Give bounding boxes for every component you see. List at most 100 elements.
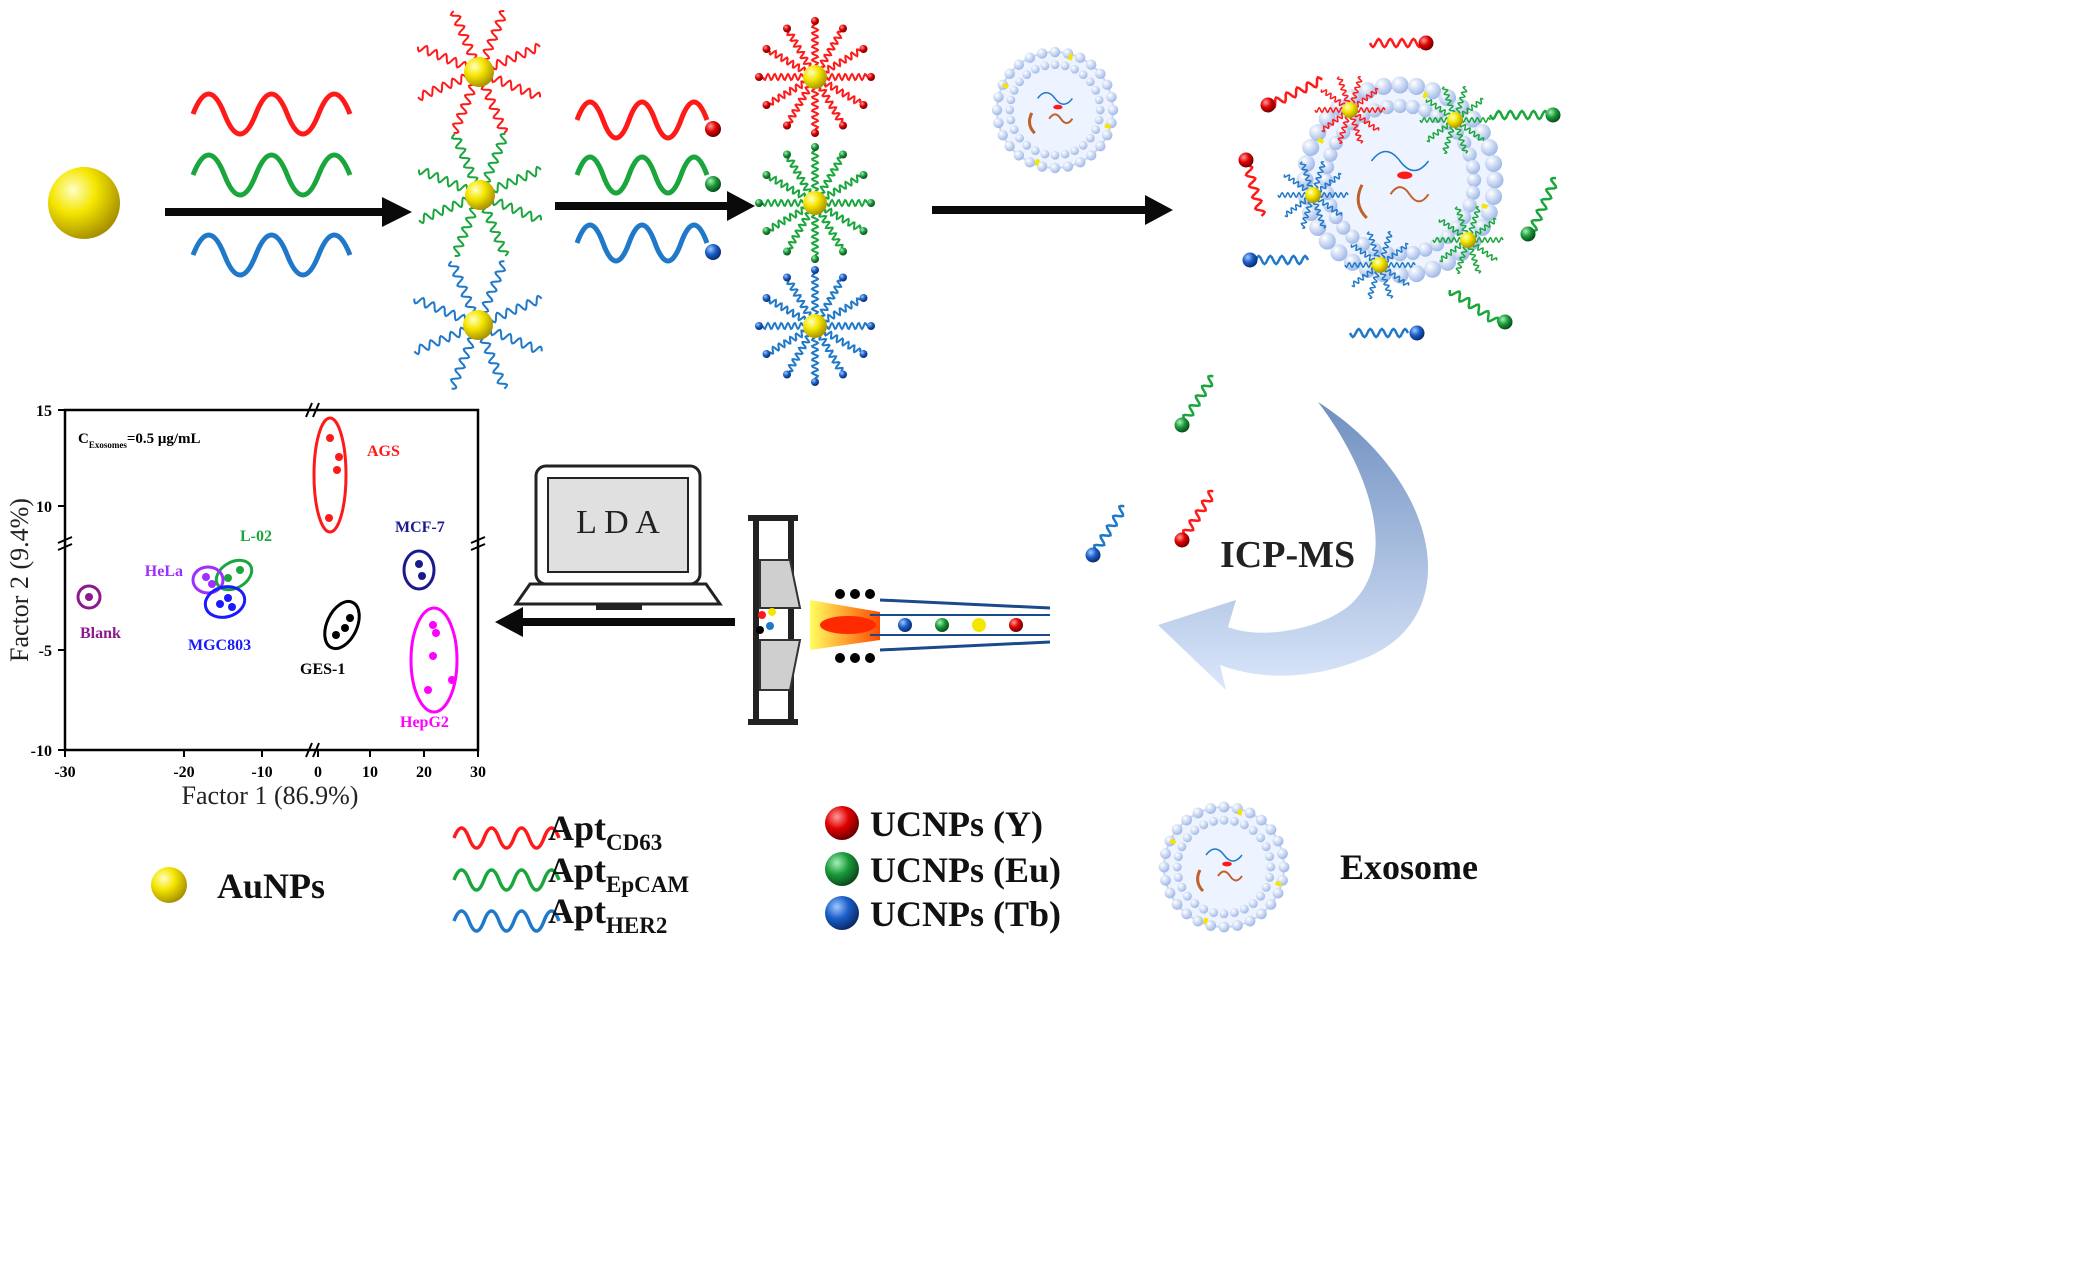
lipid-bead: [1485, 154, 1503, 173]
data-point: [346, 614, 354, 622]
aptamer-strand: [818, 335, 844, 372]
aunp-core: [1372, 257, 1388, 273]
ucnp-bead: [859, 227, 868, 235]
ucnp-bead: [859, 45, 868, 53]
lipid-bead: [1006, 95, 1016, 105]
legend-aunps-label: AuNPs: [217, 866, 325, 906]
data-point: [202, 573, 210, 581]
aptamer-strand: [1474, 236, 1504, 244]
legend-apt-her2: AptHER2: [548, 891, 667, 938]
cluster-ags: AGS: [312, 416, 400, 534]
aptamer-strand: [481, 260, 507, 314]
lipid-bead: [1486, 171, 1504, 189]
free-aptamer-strand: [1092, 504, 1125, 557]
aptamer-epcam-ucnp-wave: [574, 154, 710, 196]
lipid-bead: [1219, 909, 1229, 919]
lipid-bead: [1423, 82, 1442, 100]
y-tick-label: 15: [36, 403, 52, 420]
x-tick-label: -10: [251, 764, 272, 781]
lipid-bead: [1070, 64, 1079, 74]
concentration-annotation: CExosomes=0.5 μg/mL: [78, 431, 201, 450]
aptamer-cd63-wave: [190, 91, 353, 137]
x-tick-label: 0: [314, 764, 322, 781]
cluster-hela: HeLa: [145, 563, 225, 595]
lipid-bead: [1374, 77, 1393, 95]
membrane-protein: [1481, 203, 1489, 209]
aptamer-strand: [819, 30, 843, 69]
lipid-bead: [1465, 160, 1481, 175]
lipid-bead: [1106, 91, 1117, 103]
aptamer-strand: [824, 174, 861, 200]
lipid-bead: [1209, 816, 1219, 826]
aptamer-strand: [450, 133, 479, 183]
aunp-core: [803, 314, 827, 338]
lipid-bead: [1040, 61, 1050, 71]
lipid-bead: [1278, 861, 1290, 873]
lipid-bead: [1024, 157, 1036, 168]
aptamer-strand: [1425, 99, 1451, 117]
lipid-bead: [1199, 904, 1209, 914]
x-tick-label: -20: [173, 764, 194, 781]
lipid-bead: [1407, 265, 1426, 283]
data-point: [424, 686, 432, 694]
membrane-protein: [1422, 91, 1428, 99]
ucnp-bead: [811, 255, 819, 263]
cluster-ellipse: [409, 606, 459, 714]
data-point: [429, 621, 437, 629]
free-aptamer-strand: [1181, 489, 1214, 542]
aptamer-strand: [1442, 125, 1455, 155]
ucnp-bead: [867, 73, 875, 81]
aunp-core: [465, 180, 495, 210]
aptamer-strand: [449, 336, 475, 390]
aptamer-strand: [787, 211, 811, 250]
data-point: [325, 514, 333, 522]
aptamer-strand: [786, 31, 812, 68]
aptamer-strand: [768, 175, 807, 199]
lipid-bead: [1405, 99, 1420, 115]
lipid-bead: [1177, 842, 1187, 852]
lipid-bead: [1036, 48, 1048, 59]
aptamer-strand: [787, 85, 811, 124]
data-point: [418, 572, 426, 580]
ucnp-bead: [859, 171, 868, 179]
data-point: [216, 600, 224, 608]
ucnp-bead: [867, 322, 875, 330]
cluster-ellipse: [323, 599, 361, 651]
ucnp-tb-bead: [705, 244, 721, 260]
lipid-bead: [1031, 146, 1040, 156]
data-point: [332, 631, 340, 639]
aptamer-strand: [1349, 116, 1364, 144]
aptamer-strand: [826, 72, 868, 82]
ucnp-bead: [839, 150, 847, 159]
membrane-protein: [1202, 917, 1209, 925]
lipid-bead: [1330, 244, 1348, 262]
cargo-protein: [1217, 870, 1243, 882]
lipid-bead: [1050, 150, 1060, 160]
ucnp-bead: [762, 101, 771, 109]
aptamer-strand: [449, 10, 478, 60]
lipid-bead: [1336, 220, 1351, 235]
aptamer-strand: [824, 48, 861, 74]
lipid-bead: [1086, 77, 1095, 87]
lipid-bead: [1391, 76, 1409, 94]
legend-ucnp-tb-icon: [825, 896, 859, 930]
lipid-bead: [1405, 245, 1420, 261]
lipid-bead: [1022, 141, 1032, 150]
lipid-bead: [1036, 161, 1048, 172]
aptamer-strand: [1419, 116, 1449, 124]
membrane-protein: [1317, 137, 1325, 144]
aptamer-strand: [1380, 230, 1393, 260]
aptamer-strand: [1438, 219, 1464, 237]
aptamer-strand: [762, 198, 804, 208]
aptamer-her2-ucnp-wave: [574, 222, 710, 264]
ucnp-bead: [811, 266, 819, 274]
lipid-bead: [1407, 77, 1426, 95]
ucnp-bead: [811, 143, 819, 151]
aptamer-strand: [1454, 206, 1469, 234]
arrow-step3: [932, 195, 1173, 225]
aptamer-strand: [1460, 97, 1484, 118]
cargo-protein: [1196, 869, 1205, 893]
data-point: [335, 453, 343, 461]
free-aptamer-strand: [1488, 109, 1550, 121]
lipid-bead: [1181, 814, 1192, 826]
